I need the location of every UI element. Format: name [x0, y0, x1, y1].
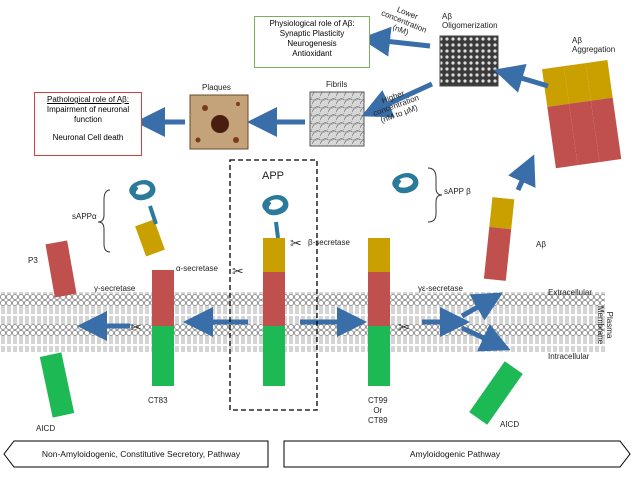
- pathological-role-box: Pathological role of Aβ: Impairment of n…: [34, 92, 142, 156]
- right-pathway-banner: [283, 440, 631, 468]
- p3-label: P3: [28, 256, 38, 265]
- abeta-aggregate: [541, 60, 622, 169]
- gamma-epsilon-secretase-label: γε-secretase: [418, 284, 463, 293]
- ct99-green: [368, 326, 390, 386]
- sappa-label: sAPPα: [72, 212, 97, 221]
- fibrils-image: [309, 91, 365, 147]
- beta-secretase-label: β-secretase: [308, 238, 350, 247]
- left-pathway-label: Non-Amyloidogenic, Constitutive Secretor…: [41, 449, 241, 459]
- svg-text:✂: ✂: [398, 320, 410, 336]
- sappa-bracket: [97, 189, 111, 253]
- aicd-right-fragment: [469, 361, 523, 425]
- app-label: APP: [262, 170, 285, 182]
- gamma-secretase-label: γ-secretase: [94, 284, 136, 293]
- sappb-label: sAPP β: [444, 187, 471, 196]
- physiological-role-box: Physiological role of Aβ: Synaptic Plast…: [254, 16, 370, 68]
- right-pathway-label: Amyloidogenic Pathway: [409, 449, 501, 459]
- plaque-core: [211, 115, 229, 133]
- intracellular-label: Intracellular: [548, 352, 590, 361]
- ct83-label: CT83: [148, 396, 168, 405]
- flow-arrows: [77, 26, 549, 352]
- ct99-gold: [368, 238, 390, 272]
- coil-shapes: [129, 173, 419, 239]
- app-red: [263, 272, 285, 326]
- aicd-right-label: AICD: [500, 420, 520, 429]
- ct99-red: [368, 272, 390, 326]
- fibrils-label: Fibrils: [326, 80, 348, 89]
- ct83-green: [152, 326, 174, 386]
- alpha-secretase-label: α-secretase: [176, 264, 218, 273]
- abeta-label: Aβ: [536, 240, 546, 249]
- svg-text:✂: ✂: [130, 320, 142, 336]
- p3-fragment: [45, 240, 77, 298]
- svg-text:✂: ✂: [290, 236, 302, 252]
- aicd-left-fragment: [39, 352, 75, 418]
- sappa-gold: [135, 219, 165, 257]
- extracellular-label: Extracellular: [548, 288, 593, 297]
- abeta-gold: [489, 197, 515, 230]
- svg-text:✂: ✂: [232, 264, 244, 280]
- plaques-label: Plaques: [202, 83, 231, 92]
- scissors-icons: ✂ ✂ ✂ ✂: [130, 236, 410, 336]
- app-dashed-box: [229, 159, 318, 411]
- abeta-red: [483, 226, 512, 281]
- app-gold: [263, 238, 285, 272]
- oligomer-image: [439, 35, 499, 87]
- ct83-red: [152, 270, 174, 326]
- sappb-bracket: [427, 167, 443, 223]
- aicd-left-label: AICD: [36, 424, 56, 433]
- left-pathway-banner: [3, 440, 269, 468]
- app-green: [263, 326, 285, 386]
